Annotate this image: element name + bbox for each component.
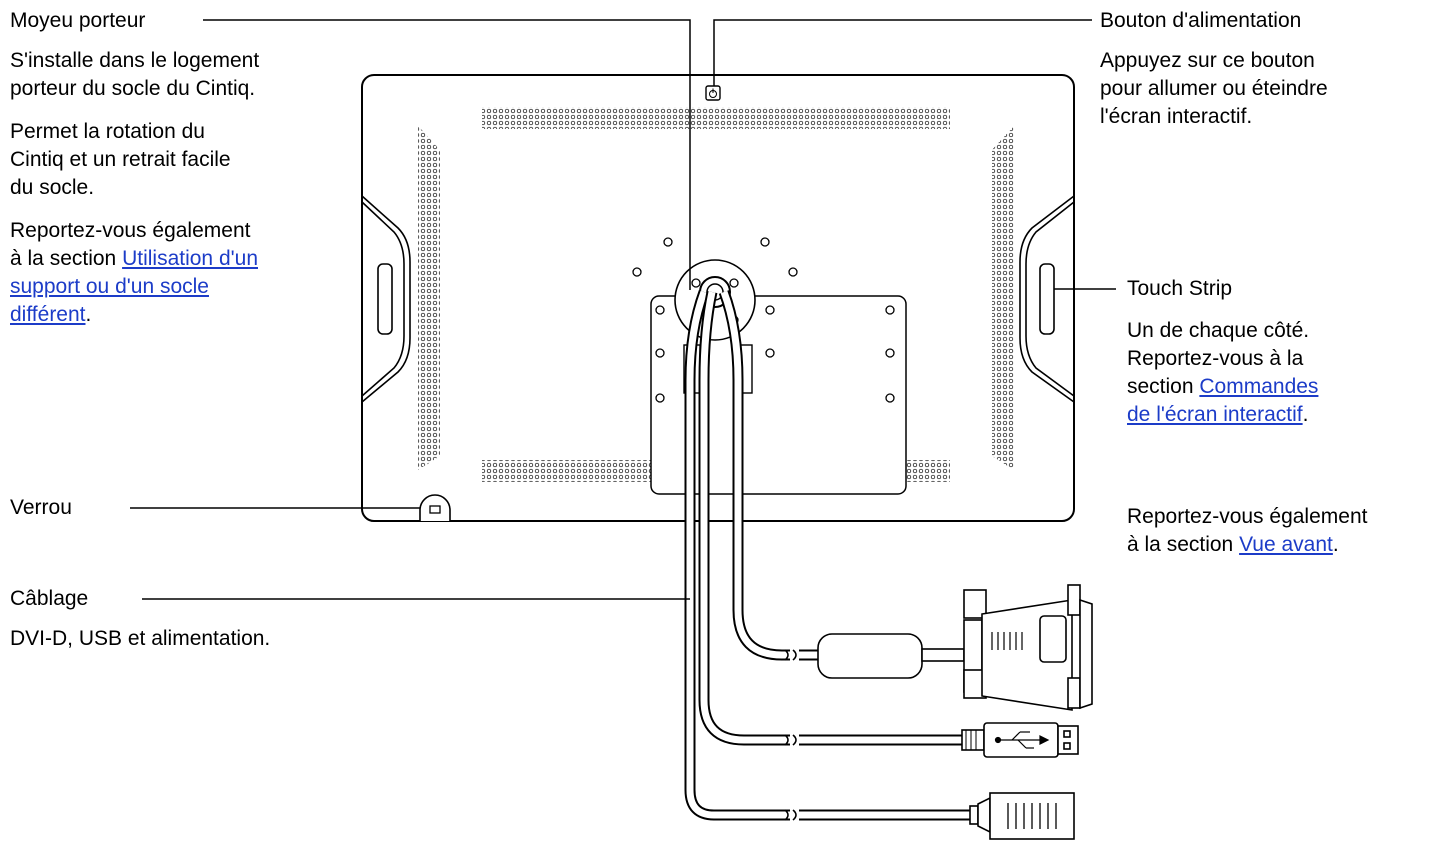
touch-ref-link[interactable]: de l'écran interactif (1127, 403, 1303, 426)
leader-lines (130, 19, 1116, 600)
moyeu-ref-suffix: . (85, 303, 92, 326)
touch-ref-sentence: section Commandes (1127, 373, 1318, 400)
touch-title: Touch Strip (1127, 277, 1233, 300)
cablage-title: Câblage (10, 587, 89, 610)
dvi-cable-connector (784, 584, 1093, 711)
bouton-title: Bouton d'alimentation (1100, 9, 1302, 32)
vue-avant-link[interactable]: Vue avant (1239, 533, 1333, 556)
moyeu-ref-link[interactable]: Utilisation d'un (122, 247, 258, 270)
lock-shape (419, 494, 451, 521)
touch-ref-link[interactable]: Commandes (1199, 375, 1319, 398)
cable-bundle (684, 290, 790, 821)
mounting-plate (650, 295, 907, 495)
touch-desc-line: Reportez-vous à la (1127, 347, 1304, 370)
moyeu-ref-link[interactable]: différent (10, 303, 86, 326)
touch-strip-left (377, 263, 393, 335)
touch-ref-prefix: section (1127, 375, 1200, 398)
usb-cable-connector (784, 722, 1079, 758)
moyeu-ref-link-line: support ou d'un socle (10, 273, 209, 300)
vue-ref-prefix: à la section (1127, 533, 1240, 556)
moyeu-title: Moyeu porteur (10, 9, 146, 32)
vue-ref-sentence: à la section Vue avant. (1127, 531, 1339, 558)
moyeu-ref-link-line: différent. (10, 301, 91, 328)
touch-strip-right (1039, 263, 1055, 335)
bouton-desc-line: pour allumer ou éteindre (1100, 77, 1328, 100)
power-button-shape (705, 85, 721, 101)
side-grips (361, 195, 1075, 403)
moyeu-desc-line: du socle. (10, 176, 95, 199)
touch-ref-suffix: . (1302, 403, 1309, 426)
moyeu-desc-line: S'installe dans le logement (10, 49, 260, 72)
moyeu-ref-sentence: à la section Utilisation d'un (10, 245, 258, 272)
bouton-desc-line: l'écran interactif. (1100, 105, 1253, 128)
vue-ref-suffix: . (1332, 533, 1339, 556)
vue-ref-line: Reportez-vous également (1127, 505, 1368, 528)
moyeu-ref-line: Reportez-vous également (10, 219, 251, 242)
moyeu-desc-line: Permet la rotation du (10, 120, 205, 143)
power-cable-connector (784, 792, 1075, 840)
touch-desc-line: Un de chaque côté. (1127, 319, 1310, 342)
moyeu-ref-prefix: à la section (10, 247, 123, 270)
bouton-desc-line: Appuyez sur ce bouton (1100, 49, 1315, 72)
moyeu-desc-line: Cintiq et un retrait facile (10, 148, 231, 171)
moyeu-desc-line: porteur du socle du Cintiq. (10, 77, 256, 100)
moyeu-ref-link[interactable]: support ou d'un socle (10, 275, 209, 298)
cablage-desc: DVI-D, USB et alimentation. (10, 627, 271, 650)
verrou-title: Verrou (10, 496, 72, 519)
touch-ref-link-line: de l'écran interactif. (1127, 401, 1308, 428)
